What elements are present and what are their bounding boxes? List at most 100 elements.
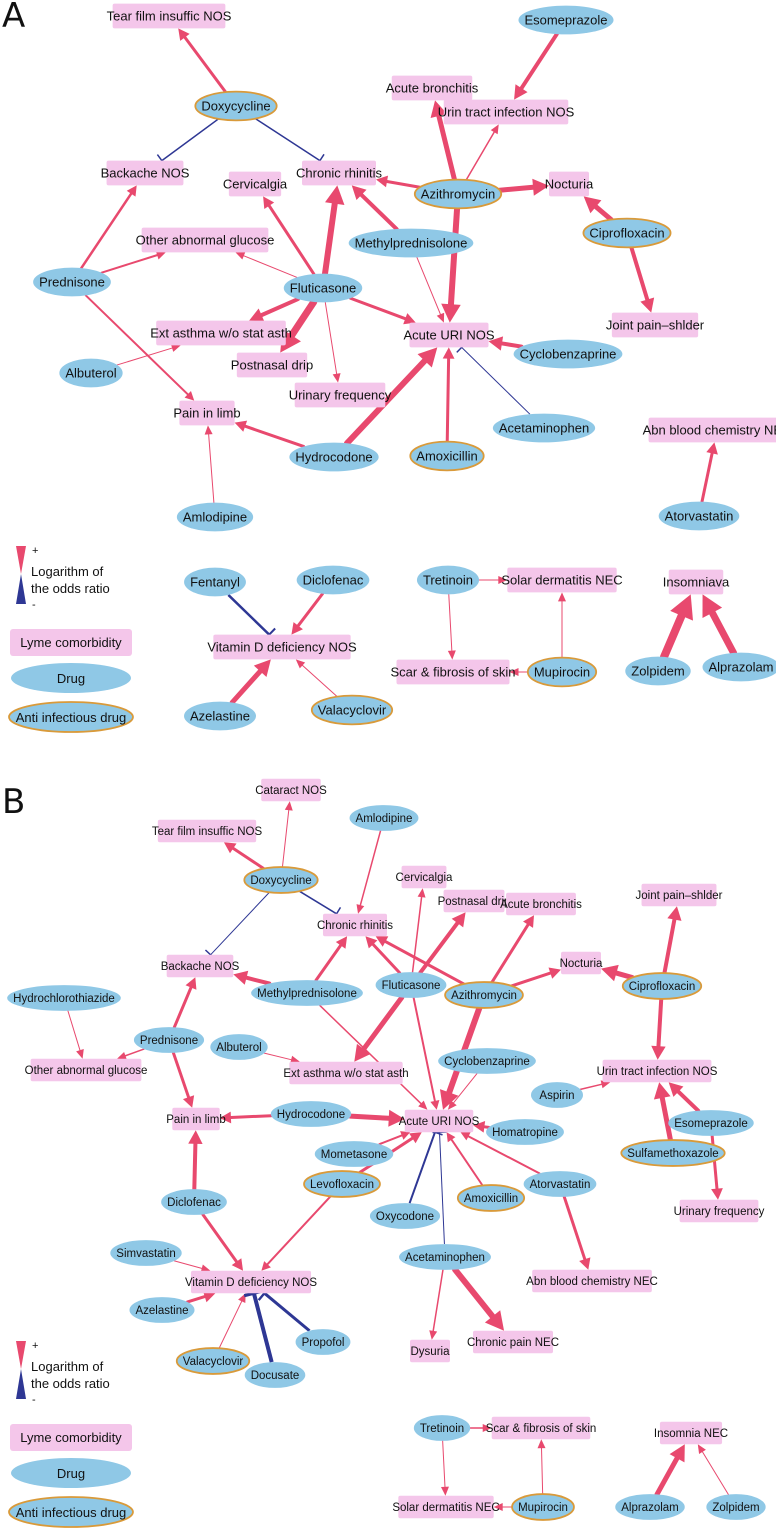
node-label: Valacyclovir <box>318 703 387 718</box>
panel-a-node-azelastine: Azelastine <box>184 701 256 731</box>
drug-ellipse <box>289 442 379 472</box>
panel-b-node-extasthma: Ext asthma w/o stat asth <box>283 1061 409 1085</box>
drug-ellipse <box>615 1494 685 1520</box>
node-label: Postnasal drip <box>231 358 313 373</box>
panel-a-edge-doxycycline-to-tearfilm <box>178 28 228 94</box>
panel-a-edge-fluticasone-to-cervicalgia <box>263 196 316 276</box>
panel-a-edge-prednisone-to-backache <box>80 185 137 270</box>
drug-ellipse <box>7 985 121 1011</box>
panel-a-node-tretinoin: Tretinoin <box>416 565 480 595</box>
panel-b-node-fluticasone: Fluticasone <box>375 972 447 998</box>
legend-drug-swatch <box>11 1458 131 1488</box>
comorbidity-box <box>141 227 269 253</box>
panel-b-edge-amoxicillin-to-acuteuri <box>446 1132 484 1187</box>
panel-b-node-postnasal: Postnasal drip <box>438 889 510 913</box>
panel-a-node-extasthma: Ext asthma w/o stat asth <box>150 320 292 346</box>
panel-a-node-fentanyl: Fentanyl <box>184 567 246 597</box>
anti-infectious-drug-ellipse <box>526 656 598 688</box>
panel-b-edge-fluticasone-to-cervicalgia <box>411 888 426 973</box>
node-label: Tear film insuffic NOS <box>152 826 263 838</box>
node-label: Vitamin D deficiency NOS <box>207 640 357 655</box>
drug-ellipse <box>296 565 370 595</box>
node-label: Azithromycin <box>421 187 495 202</box>
legend-comorbidity-label: Lyme comorbidity <box>20 635 122 650</box>
comorbidity-box <box>396 659 510 685</box>
panel-b-edge-doxycycline-to-tearfilm <box>223 842 266 871</box>
comorbidity-box <box>611 312 699 338</box>
panel-b-node-chronicpain: Chronic pain NEC <box>467 1330 559 1354</box>
legend-plus: + <box>32 545 38 557</box>
comorbidity-box <box>190 1270 312 1294</box>
drug-ellipse <box>399 1244 491 1270</box>
panel-a-edge-prednisone-to-otherglucose <box>100 250 166 274</box>
panel-b-node-homatropine: Homatropine <box>486 1119 564 1145</box>
panel-b-edge-azithromycin-to-chronicrhin <box>375 936 466 986</box>
node-label: Mupirocin <box>518 1502 568 1514</box>
node-label: Homatropine <box>492 1127 558 1139</box>
comorbidity-box <box>472 1330 554 1354</box>
panel-b-node-azelastine: Azelastine <box>129 1297 195 1323</box>
panel-a-edge-azithromycin-to-nocturia <box>497 178 549 196</box>
panel-b-node-dysuria: Dysuria <box>410 1339 450 1363</box>
negative-scale-wedge <box>16 1369 26 1399</box>
node-label: Acute bronchitis <box>500 899 582 911</box>
drug-ellipse <box>492 413 596 443</box>
drug-ellipse <box>375 972 447 998</box>
drug-ellipse <box>438 1048 536 1074</box>
panel-b-node-tearfilm: Tear film insuffic NOS <box>152 819 263 843</box>
anti-infectious-drug-ellipse <box>303 1170 381 1198</box>
comorbidity-box <box>641 883 717 907</box>
panel-a-node-amoxicillin: Amoxicillin <box>409 440 485 472</box>
drug-ellipse <box>625 656 691 686</box>
node-label: Scar & fibrosis of skin <box>486 1423 597 1435</box>
drug-ellipse <box>416 565 480 595</box>
comorbidity-box <box>391 75 473 101</box>
panel-b-edge-docusate-to-vitd <box>243 1289 274 1363</box>
panel-b-node-aspirin: Aspirin <box>531 1082 583 1108</box>
panel-b-edge-azithromycin-to-acutebronch <box>490 915 534 984</box>
panel-b-edge-tretinoin-to-solarderm <box>440 1440 449 1496</box>
negative-scale-wedge <box>16 574 26 604</box>
panel-b-edge-mupirocin-to-solarderm <box>493 1503 513 1511</box>
node-label: Oxycodone <box>376 1211 434 1223</box>
legend-minus: - <box>32 1394 36 1406</box>
panel-a-node-albuterol: Albuterol <box>59 358 123 388</box>
comorbidity-box <box>602 1059 712 1083</box>
panel-b-node-acetaminophen: Acetaminophen <box>399 1244 491 1270</box>
node-label: Joint pain–shlder <box>606 318 705 333</box>
panel-a-edge-tretinoin-to-solarderm <box>478 576 508 584</box>
node-label: Hydrocodone <box>295 450 372 465</box>
panel-b-edge-azelastine-to-vitd <box>186 1290 216 1304</box>
drug-ellipse <box>176 502 254 532</box>
panel-b-node-atorvastatin: Atorvastatin <box>523 1171 597 1197</box>
comorbidity-box <box>156 320 286 346</box>
node-label: Cyclobenzaprine <box>444 1056 530 1068</box>
node-label: Ciprofloxacin <box>629 981 695 993</box>
drug-ellipse <box>184 701 256 731</box>
panel-a-node-methylpred: Methylprednisolone <box>348 228 474 258</box>
panel-a-edge-prednisone-to-painlimb <box>84 294 195 401</box>
anti-infectious-drug-ellipse <box>456 1184 526 1212</box>
panel-b-edge-doxycycline-to-cataract <box>281 801 293 868</box>
panel-a-node-doxycycline: Doxycycline <box>194 90 278 122</box>
panel-b-node-urinfreq: Urinary frequency <box>674 1199 765 1223</box>
panel-a-node-ciprofloxacin: Ciprofloxacin <box>582 217 672 249</box>
panel-a-node-acetaminophen: Acetaminophen <box>492 413 596 443</box>
node-label: Tretinoin <box>423 573 473 588</box>
panel-a-edge-amoxicillin-to-acuteuri <box>442 347 455 444</box>
comorbidity-box <box>302 160 376 186</box>
panel-b-edge-fluticasone-to-chronicrhin <box>365 936 402 975</box>
panel-a-node-azithromycin: Azithromycin <box>413 178 503 210</box>
panel-a-node-prednisone: Prednisone <box>33 267 111 297</box>
legend-anti-infectious-label: Anti infectious drug <box>16 710 127 725</box>
anti-infectious-drug-ellipse <box>310 694 394 726</box>
drug-ellipse <box>658 501 740 531</box>
panel-a-node-urinfreq: Urinary frequency <box>289 382 392 408</box>
panel-a-node-diclofenac: Diclofenac <box>296 565 370 595</box>
drug-ellipse <box>210 1034 268 1060</box>
panel-b-node-sulfameth: Sulfamethoxazole <box>620 1139 726 1167</box>
node-label: Propofol <box>302 1337 345 1349</box>
panel-a-edge-mupirocin-to-solarderm <box>558 592 566 659</box>
panel-a-node-atorvastatin: Atorvastatin <box>658 501 740 531</box>
